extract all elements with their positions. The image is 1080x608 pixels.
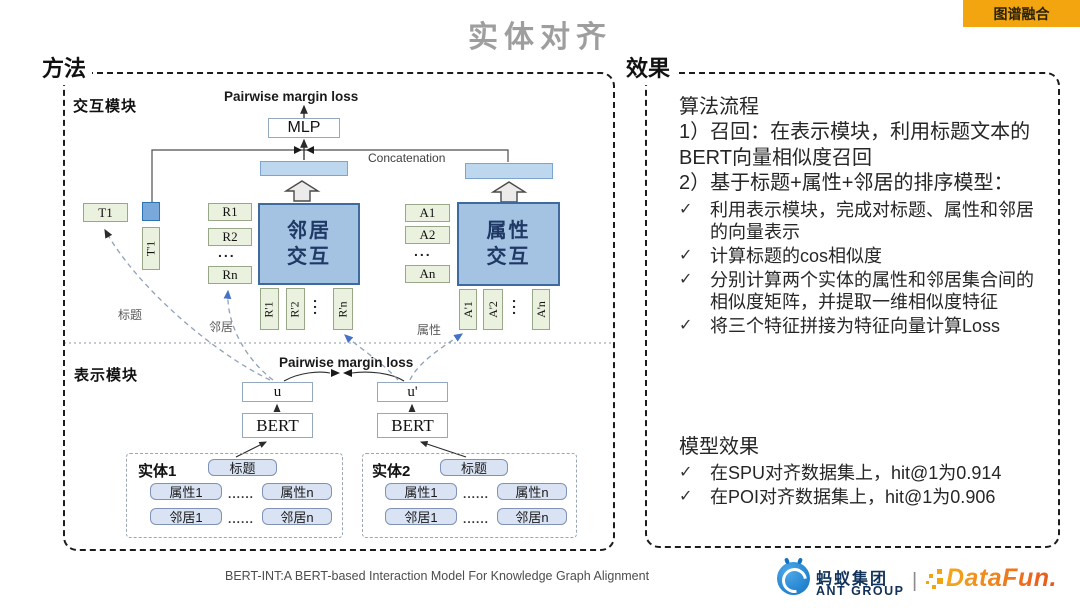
method-panel-label: 方法 [40,51,93,85]
datafun-logo-wordmark: DataFun. [946,564,1057,592]
entity2-name: 实体2 [372,463,411,480]
representation-module-label: 表示模块 [74,367,139,384]
bullet-text: 分别计算两个实体的属性和邻居集合间的相似度矩阵，并提取一维相似度特征 [710,269,1034,312]
token-t1-vector [142,202,160,221]
bullet-item: ✓ 利用表示模块，完成对标题、属性和邻居的向量表示 [679,199,1051,243]
bullet-text: 在POI对齐数据集上，hit@1为0.906 [710,487,996,507]
datafun-logo-dots [926,569,943,589]
entity1-name: 实体1 [138,463,177,480]
entity1-attr1-box: 属性1 [150,483,222,500]
bullet-item: ✓ 在SPU对齐数据集上，hit@1为0.914 [679,462,1051,484]
bullet-text: 在SPU对齐数据集上，hit@1为0.914 [710,463,1002,483]
entity2-nb-dots: ...... [463,512,490,526]
check-icon: ✓ [679,316,693,334]
entity1-nbn-box: 邻居n [262,508,332,525]
algorithm-flow-title: 算法流程 [679,96,759,118]
token-ap2: A'2 [483,289,503,330]
topic-badge: 图谱融合 [963,0,1080,27]
concat-bar-left [260,161,348,176]
bullet-text: 利用表示模块，完成对标题、属性和邻居的向量表示 [710,199,1034,242]
entity2-attr-dots: ...... [463,487,490,501]
effect-panel [645,72,1060,548]
title-curve-label: 标题 [118,308,143,322]
token-ap1: A'1 [459,289,477,330]
entity2-group [362,453,577,538]
entity1-title-box: 标题 [208,459,277,476]
method-panel [63,72,615,551]
token-a1: A1 [405,204,450,222]
u-box: u [242,382,313,402]
bullet-text: 将三个特征拼接为特征向量计算Loss [710,315,1001,336]
token-r1: R1 [208,203,252,221]
r-ellipsis: ... [218,244,236,260]
a-ellipsis: ... [414,243,432,259]
entity2-attr1-box: 属性1 [385,483,457,500]
model-effect-bullets: ✓ 在SPU对齐数据集上，hit@1为0.914 ✓ 在POI对齐数据集上，hit@1… [679,462,1051,508]
pairwise-margin-loss-bottom: Pairwise margin loss [279,355,414,370]
bullet-text: 计算标题的cos相似度 [710,245,883,266]
interaction-module-label: 交互模块 [73,98,138,115]
paper-caption: BERT-INT:A BERT-based Interaction Model … [225,569,650,583]
bullet-item: ✓ 计算标题的cos相似度 [679,245,1051,267]
u-prime-box: u' [377,382,448,402]
check-icon: ✓ [679,488,693,505]
entity1-group [126,453,343,538]
check-icon: ✓ [679,464,693,481]
entity1-nb1-box: 邻居1 [150,508,222,525]
entity2-nb1-box: 邻居1 [385,508,457,525]
entity1-attr-dots: ...... [228,487,255,501]
token-a2: A2 [405,226,450,244]
neighbor-curve-label: 邻居 [209,320,234,334]
concat-bar-right [465,163,553,179]
token-rp1: R'1 [260,288,279,330]
effect-panel-label: 效果 [624,51,677,85]
algorithm-bullets: ✓ 利用表示模块，完成对标题、属性和邻居的向量表示 ✓ 计算标题的cos相似度 ✓ 分别计… [679,199,1051,337]
ant-group-en-label: ANT GROUP [816,584,905,598]
entity2-title-box: 标题 [440,459,508,476]
ant-group-logo-icon [777,557,810,595]
token-rp2: R'2 [286,288,305,330]
algorithm-steps: 1）召回：在表示模块，利用标题文本的BERT向量相似度召回 2）基于标题+属性+邻… [679,120,1051,197]
attribute-interaction-box: 属性交互 [457,202,560,286]
entity2-attrn-box: 属性n [497,483,567,500]
bert-box-left: BERT [242,413,313,438]
ant-group-cn-label: 蚂蚁集团 [816,571,889,588]
token-an: An [405,265,450,283]
rp-ellipsis: ... [310,299,327,317]
bert-box-right: BERT [377,413,448,438]
token-rn: Rn [208,266,252,284]
token-apn: A'n [532,289,550,330]
concatenation-label: Concatenation [368,151,446,165]
text-line: 1）召回：在表示模块，利用标题文本的BERT向量相似度召回 [679,121,1031,169]
text-line: 2）基于标题+属性+邻居的排序模型： [679,172,1014,194]
attribute-curve-label: 属性 [417,323,442,337]
entity2-nbn-box: 邻居n [497,508,567,525]
ap-ellipsis: ... [509,299,526,317]
entity1-nb-dots: ...... [228,512,255,526]
bullet-item: ✓ 将三个特征拼接为特征向量计算Loss [679,315,1051,337]
algorithm-flow-block: 算法流程 1）召回：在表示模块，利用标题文本的BERT向量相似度召回 2）基于标题… [679,94,1051,337]
model-effect-title: 模型效果 [679,436,759,458]
mlp-box: MLP [268,118,340,138]
bullet-item: ✓ 在POI对齐数据集上，hit@1为0.906 [679,486,1051,508]
check-icon: ✓ [679,200,693,218]
token-rpn: R'n [333,288,353,330]
bullet-item: ✓ 分别计算两个实体的属性和邻居集合间的相似度矩阵，并提取一维相似度特征 [679,269,1051,313]
check-icon: ✓ [679,246,693,264]
model-effect-block: 模型效果 ✓ 在SPU对齐数据集上，hit@1为0.914 ✓ 在POI对齐数据集上，… [679,434,1051,508]
token-r2: R2 [208,228,252,246]
token-t1-prime: T'1 [142,227,160,270]
entity1-attrn-box: 属性n [262,483,332,500]
check-icon: ✓ [679,270,693,288]
logo-divider: | [912,570,918,592]
pairwise-margin-loss-top: Pairwise margin loss [224,89,359,104]
neighbor-interaction-box: 邻居交互 [258,203,360,285]
token-t1: T1 [83,203,128,222]
page-title: 实体对齐 [468,21,612,54]
